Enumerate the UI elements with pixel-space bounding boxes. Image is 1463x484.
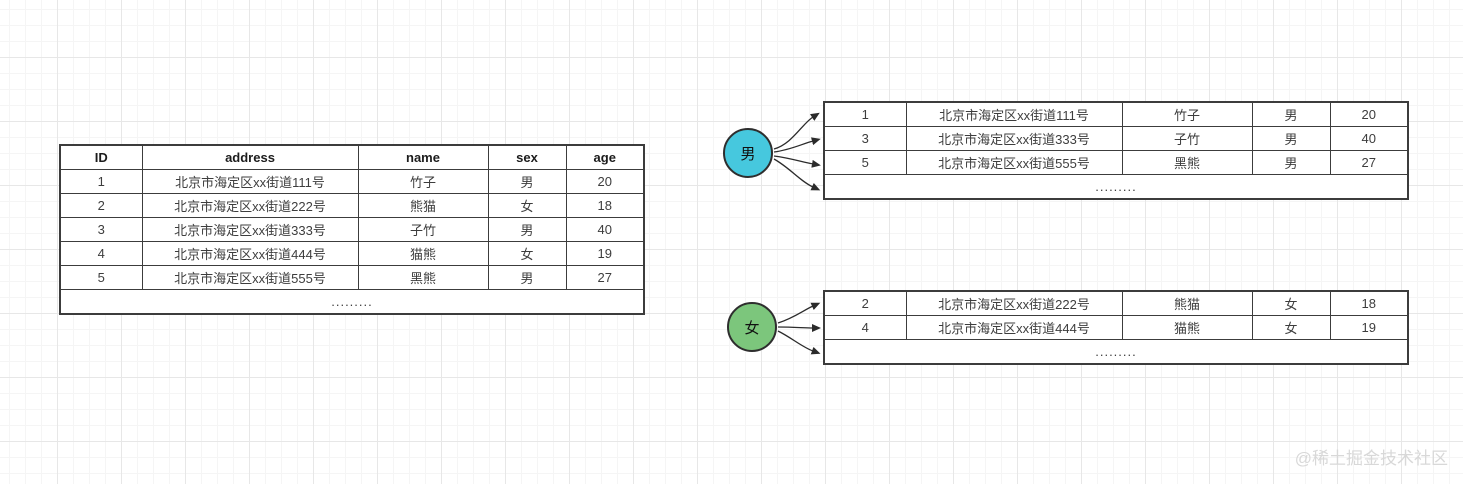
cell-name: 黑熊 — [357, 265, 489, 290]
cell-address: 北京市海定区xx街道444号 — [905, 315, 1123, 340]
cell-id: 1 — [823, 101, 907, 127]
ellipsis-row: ......... — [823, 174, 1409, 200]
cell-name: 竹子 — [357, 169, 489, 194]
header-name: name — [357, 144, 489, 170]
table-row: 3 北京市海定区xx街道333号 子竹 男 40 — [59, 217, 645, 242]
cell-id: 3 — [59, 217, 143, 242]
ellipsis-text: ......... — [823, 174, 1409, 200]
cell-address: 北京市海定区xx街道222号 — [141, 193, 359, 218]
female-group-label: 女 — [744, 319, 760, 337]
cell-address: 北京市海定区xx街道222号 — [905, 290, 1123, 316]
cell-age: 18 — [1329, 290, 1409, 316]
male-table: 1 北京市海定区xx街道111号 竹子 男 20 3 北京市海定区xx街道333… — [823, 101, 1409, 200]
cell-id: 4 — [59, 241, 143, 266]
header-sex: sex — [487, 144, 567, 170]
female-group-circle: 女 — [727, 302, 777, 352]
table-row: 4 北京市海定区xx街道444号 猫熊 女 19 — [59, 241, 645, 266]
cell-age: 19 — [565, 241, 645, 266]
arrow-male-row-3 — [773, 155, 821, 168]
cell-address: 北京市海定区xx街道333号 — [141, 217, 359, 242]
cell-name: 熊猫 — [1121, 290, 1253, 316]
source-table: ID address name sex age 1 北京市海定区xx街道111号… — [59, 144, 645, 315]
cell-age: 40 — [1329, 126, 1409, 151]
table-row: 4 北京市海定区xx街道444号 猫熊 女 19 — [823, 315, 1409, 340]
female-table: 2 北京市海定区xx街道222号 熊猫 女 18 4 北京市海定区xx街道444… — [823, 290, 1409, 365]
cell-id: 1 — [59, 169, 143, 194]
cell-id: 2 — [823, 290, 907, 316]
cell-name: 黑熊 — [1121, 150, 1253, 175]
cell-sex: 男 — [487, 265, 567, 290]
cell-address: 北京市海定区xx街道333号 — [905, 126, 1123, 151]
cell-name: 猫熊 — [1121, 315, 1253, 340]
arrow-male-row-1 — [773, 112, 820, 150]
cell-id: 3 — [823, 126, 907, 151]
watermark: @稀土掘金技术社区 — [1294, 449, 1448, 468]
cell-sex: 男 — [487, 217, 567, 242]
arrow-female-row-2 — [777, 323, 821, 332]
cell-sex: 女 — [487, 193, 567, 218]
header-id: ID — [59, 144, 143, 170]
cell-age: 18 — [565, 193, 645, 218]
cell-age: 40 — [565, 217, 645, 242]
cell-sex: 男 — [1251, 126, 1331, 151]
table-row: 2 北京市海定区xx街道222号 熊猫 女 18 — [59, 193, 645, 218]
ellipsis-text: ......... — [59, 289, 645, 315]
cell-age: 19 — [1329, 315, 1409, 340]
table-row: 5 北京市海定区xx街道555号 黑熊 男 27 — [823, 150, 1409, 175]
table-row: 5 北京市海定区xx街道555号 黑熊 男 27 — [59, 265, 645, 290]
cell-id: 4 — [823, 315, 907, 340]
source-table-header-row: ID address name sex age — [59, 144, 645, 170]
cell-name: 熊猫 — [357, 193, 489, 218]
cell-id: 5 — [59, 265, 143, 290]
arrow-male-row-2 — [773, 137, 821, 153]
cell-age: 20 — [1329, 101, 1409, 127]
cell-sex: 男 — [487, 169, 567, 194]
cell-address: 北京市海定区xx街道555号 — [141, 265, 359, 290]
table-row: 3 北京市海定区xx街道333号 子竹 男 40 — [823, 126, 1409, 151]
ellipsis-text: ......... — [823, 339, 1409, 365]
cell-age: 20 — [565, 169, 645, 194]
cell-id: 5 — [823, 150, 907, 175]
header-age: age — [565, 144, 645, 170]
cell-sex: 女 — [1251, 290, 1331, 316]
male-group-label: 男 — [740, 145, 756, 163]
cell-address: 北京市海定区xx街道555号 — [905, 150, 1123, 175]
arrow-female-ellipsis — [777, 330, 821, 355]
cell-address: 北京市海定区xx街道111号 — [141, 169, 359, 194]
cell-sex: 男 — [1251, 101, 1331, 127]
table-row: 1 北京市海定区xx街道111号 竹子 男 20 — [59, 169, 645, 194]
cell-sex: 男 — [1251, 150, 1331, 175]
cell-id: 2 — [59, 193, 143, 218]
cell-sex: 女 — [487, 241, 567, 266]
ellipsis-row: ......... — [59, 289, 645, 315]
cell-name: 子竹 — [1121, 126, 1253, 151]
cell-age: 27 — [1329, 150, 1409, 175]
cell-sex: 女 — [1251, 315, 1331, 340]
cell-name: 猫熊 — [357, 241, 489, 266]
cell-name: 子竹 — [357, 217, 489, 242]
table-row: 1 北京市海定区xx街道111号 竹子 男 20 — [823, 101, 1409, 127]
arrow-female-row-1 — [777, 302, 821, 324]
cell-address: 北京市海定区xx街道444号 — [141, 241, 359, 266]
cell-age: 27 — [565, 265, 645, 290]
header-address: address — [141, 144, 359, 170]
male-group-circle: 男 — [723, 128, 773, 178]
arrow-male-ellipsis — [773, 158, 821, 191]
table-row: 2 北京市海定区xx街道222号 熊猫 女 18 — [823, 290, 1409, 316]
ellipsis-row: ......... — [823, 339, 1409, 365]
cell-name: 竹子 — [1121, 101, 1253, 127]
cell-address: 北京市海定区xx街道111号 — [905, 101, 1123, 127]
